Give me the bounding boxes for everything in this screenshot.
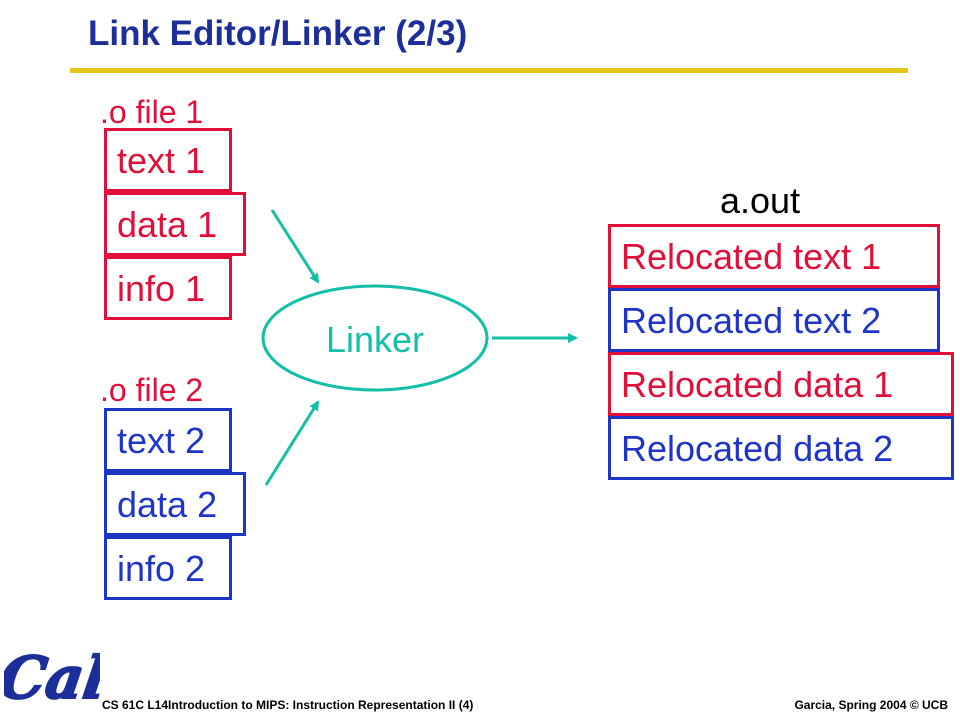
footer-copyright: Garcia, Spring 2004 © UCB [794, 698, 948, 712]
arrow-file1-to-linker [270, 209, 320, 284]
file2-text-segment: text 2 [104, 408, 232, 472]
file1-info-segment: info 1 [104, 256, 232, 320]
file2-label: .o file 2 [100, 372, 204, 408]
footer-course-info: CS 61C L14Introduction to MIPS: Instruct… [102, 698, 474, 712]
file2-info-segment: info 2 [104, 536, 232, 600]
file1-data-segment: data 1 [104, 192, 246, 256]
file2-data-segment: data 2 [104, 472, 246, 536]
title-rule [70, 68, 908, 73]
aout-relocated-text-2: Relocated text 2 [608, 288, 940, 352]
file1-label: .o file 1 [100, 94, 204, 130]
aout-relocated-data-2: Relocated data 2 [608, 416, 954, 480]
aout-relocated-data-1: Relocated data 1 [608, 352, 954, 416]
svg-text:Cal: Cal [4, 643, 100, 712]
arrow-file2-to-linker [264, 400, 320, 486]
aout-relocated-text-1: Relocated text 1 [608, 224, 940, 288]
linker-label: Linker [325, 319, 425, 360]
linker-ellipse [261, 284, 489, 392]
slide-title: Link Editor/Linker (2/3) [88, 14, 468, 53]
file1-text-segment: text 1 [104, 128, 232, 192]
aout-label: a.out [720, 180, 801, 221]
cal-logo: Cal [4, 642, 100, 713]
